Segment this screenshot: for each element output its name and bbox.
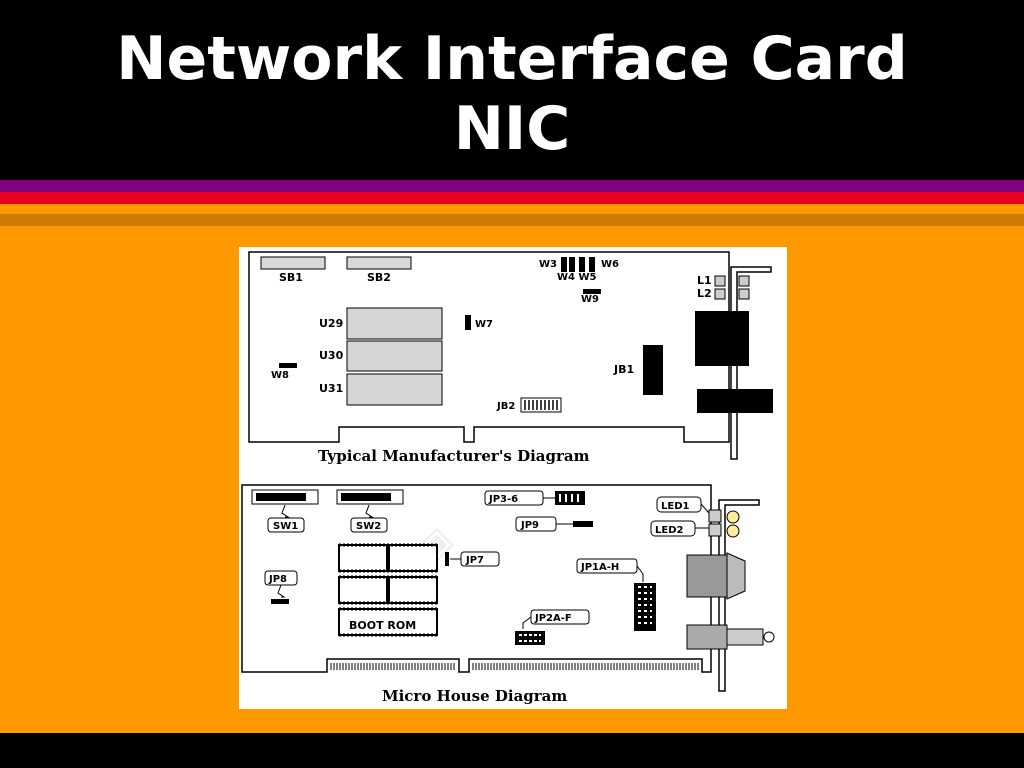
sb1-label: SB1	[279, 271, 303, 284]
jp2af-jumpers	[515, 631, 545, 645]
led1-lens	[726, 510, 740, 524]
u29-label: U29	[319, 317, 343, 330]
bnc-base	[686, 624, 728, 650]
bnc-port	[697, 389, 773, 413]
jumper-w7	[465, 315, 471, 330]
sw1-tag	[267, 517, 305, 533]
jumper-w8	[279, 363, 297, 368]
led2-lens	[726, 524, 740, 538]
sb2-connector	[346, 256, 412, 270]
slide-title-line2: NIC	[453, 94, 571, 164]
l2-label: L2	[697, 287, 712, 300]
bottom-caption: Micro House Diagram	[382, 687, 567, 705]
top-caption: Typical Manufacturer's Diagram	[318, 447, 590, 465]
led1-leader	[700, 503, 710, 514]
jp1ah-jumper-block	[634, 583, 656, 631]
chip-mem-4	[388, 576, 438, 604]
slide-header: Network Interface Card NIC	[0, 0, 1024, 180]
stripe-purple	[0, 180, 1024, 192]
slide-footer	[0, 733, 1024, 768]
led-l2-lens	[738, 288, 750, 300]
jumper-w3b	[569, 257, 575, 272]
connector-jb1	[643, 345, 663, 395]
led1-label: LED1	[661, 501, 690, 512]
sw2-pointer	[365, 504, 374, 518]
w7-label: W7	[475, 319, 493, 330]
jp36-pins	[559, 494, 579, 502]
jb2-pins	[524, 400, 558, 410]
l1-label: L1	[697, 274, 712, 287]
chip-mem-3	[338, 576, 388, 604]
jp1ah-pointer	[636, 565, 644, 582]
w6-label: W6	[601, 259, 619, 270]
jb1-label: JB1	[613, 363, 634, 376]
edge-fingers-right	[472, 663, 699, 670]
jp2af-pointer	[522, 616, 532, 629]
chip-mem-1	[338, 544, 388, 572]
boot-rom-pins	[339, 607, 437, 637]
stripe-dark-orange	[0, 214, 1024, 226]
led1-body	[708, 509, 722, 523]
led-l1	[714, 275, 726, 287]
u30-label: U30	[319, 349, 344, 362]
led-l2	[714, 288, 726, 300]
jumper-w4	[579, 257, 585, 272]
jumper-w5	[589, 257, 595, 272]
manufacturer-diagram: SB1 SB2 W3 W6 W4 W5 W9 L1 L2 U29 U30	[248, 251, 773, 465]
jp2af-pins	[519, 634, 541, 642]
chip-u31	[346, 373, 443, 406]
jp9-jumper	[573, 521, 593, 527]
led2-body	[708, 523, 722, 537]
bnc-tip	[763, 631, 775, 643]
sw2-label: SW2	[356, 521, 381, 532]
w8-label: W8	[271, 370, 289, 381]
led-l1-lens	[738, 275, 750, 287]
boot-rom-label: BOOT ROM	[349, 619, 416, 632]
jumper-w3	[561, 257, 567, 272]
chip-u30	[346, 340, 443, 372]
sb2-label: SB2	[367, 271, 391, 284]
db15-connector	[686, 554, 728, 598]
jp8-jumper	[271, 599, 289, 604]
bottom-board-outline	[241, 484, 712, 673]
jp2af-label: JP2A-F	[534, 613, 572, 624]
top-bracket	[730, 266, 772, 460]
micro-house-diagram: ◈ SW1 SW2 JP3-6 JP9	[241, 484, 775, 705]
slide-title-line1: Network Interface Card	[116, 24, 908, 94]
jp7-tag	[460, 551, 500, 567]
chip-mem-pins	[339, 543, 437, 605]
jp9-label: JP9	[520, 520, 539, 531]
nic-diagram-svg: SB1 SB2 W3 W6 W4 W5 W9 L1 L2 U29 U30	[241, 251, 775, 705]
sw1-dip-body	[256, 493, 306, 501]
edge-fingers-left	[330, 663, 455, 670]
jp1ah-pins	[638, 586, 652, 624]
bottom-bracket	[718, 499, 760, 692]
db15-port	[695, 311, 749, 366]
sw1-label: SW1	[273, 521, 298, 532]
led2-label: LED2	[655, 525, 684, 536]
jp8-label: JP8	[268, 574, 287, 585]
jp8-pointer	[277, 584, 286, 598]
jp7-jumper	[445, 552, 449, 566]
sw2-dip-body	[341, 493, 391, 501]
db15-shell	[726, 552, 746, 600]
jp1ah-label: JP1A-H	[580, 562, 619, 573]
stripe-red	[0, 192, 1024, 204]
chip-u29	[346, 307, 443, 340]
w3-label: W3	[539, 259, 557, 270]
jp7-label: JP7	[465, 555, 484, 566]
w4w5-label: W4 W5	[557, 272, 597, 283]
bnc-barrel	[726, 628, 764, 646]
stripe-orange	[0, 204, 1024, 214]
u31-label: U31	[319, 382, 343, 395]
sb1-connector	[260, 256, 326, 270]
jp36-label: JP3-6	[488, 494, 518, 505]
w9-label: W9	[581, 294, 599, 305]
chip-mem-2	[388, 544, 438, 572]
jumper-w9	[583, 289, 601, 294]
sw1-pointer	[281, 504, 290, 518]
jb2-label: JB2	[496, 401, 515, 412]
sw2-tag	[350, 517, 388, 533]
nic-diagram-figure: SB1 SB2 W3 W6 W4 W5 W9 L1 L2 U29 U30	[239, 247, 787, 709]
